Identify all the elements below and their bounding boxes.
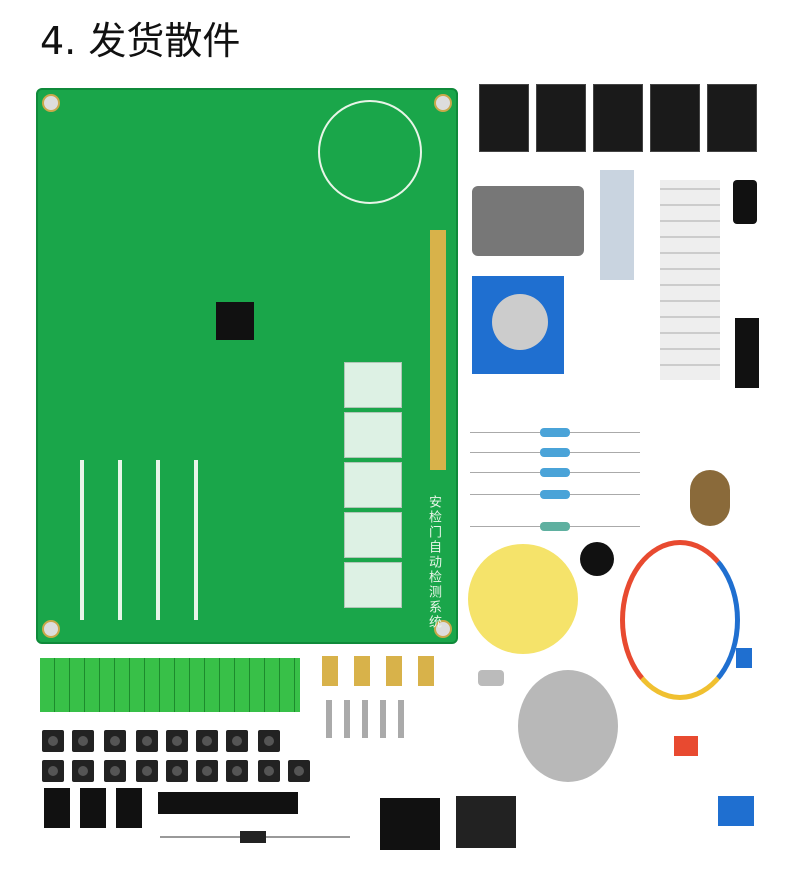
heatsinks bbox=[380, 798, 440, 850]
tactile-button bbox=[196, 760, 218, 782]
seven-segment-display bbox=[707, 84, 757, 152]
battery-holder bbox=[690, 470, 730, 526]
idc-header bbox=[600, 170, 634, 280]
tactile-button bbox=[288, 760, 310, 782]
resistor bbox=[470, 468, 640, 477]
header-pins bbox=[430, 230, 446, 470]
display-footprint bbox=[344, 412, 402, 458]
tactile-button bbox=[42, 730, 64, 752]
capacitor bbox=[733, 180, 757, 224]
voltage-regulator bbox=[44, 788, 70, 828]
tactile-button bbox=[104, 730, 126, 752]
blue-terminal bbox=[718, 796, 754, 826]
tactile-button bbox=[72, 730, 94, 752]
buzzer bbox=[580, 542, 614, 576]
dip-socket bbox=[456, 796, 516, 848]
screws bbox=[326, 700, 416, 738]
display-footprint bbox=[344, 512, 402, 558]
resistor bbox=[470, 490, 640, 499]
motor-wires bbox=[620, 540, 740, 700]
mount-hole bbox=[434, 620, 452, 638]
db9-connector bbox=[472, 186, 584, 256]
standoffs bbox=[322, 656, 442, 686]
display-footprint bbox=[344, 562, 402, 608]
buzzer-footprint bbox=[318, 100, 422, 204]
coin-battery bbox=[472, 276, 564, 374]
tactile-button bbox=[42, 760, 64, 782]
coin-cell bbox=[492, 294, 548, 350]
pcb-label: 安检门自动检测系统 bbox=[426, 495, 441, 630]
tactile-button bbox=[104, 760, 126, 782]
tactile-button bbox=[226, 730, 248, 752]
tactile-button bbox=[136, 760, 158, 782]
tactile-button bbox=[166, 730, 188, 752]
seven-segment-display bbox=[479, 84, 529, 152]
mcu-chip bbox=[216, 302, 254, 340]
gear-disc bbox=[468, 544, 578, 654]
crystal bbox=[478, 670, 504, 686]
voltage-regulator bbox=[116, 788, 142, 828]
display-footprint bbox=[344, 462, 402, 508]
diode bbox=[160, 831, 350, 843]
push-switch bbox=[736, 648, 752, 668]
seven-segment-display bbox=[536, 84, 586, 152]
stepper-motor bbox=[518, 670, 618, 782]
mount-hole bbox=[434, 94, 452, 112]
ic-socket-strip bbox=[158, 792, 298, 814]
pin-headers bbox=[660, 180, 720, 380]
seven-segment-display bbox=[650, 84, 700, 152]
button-matrix-footprint bbox=[58, 460, 208, 620]
tactile-button bbox=[226, 760, 248, 782]
diode-body bbox=[240, 831, 266, 843]
resistor bbox=[470, 522, 640, 531]
resistor bbox=[470, 428, 640, 437]
tactile-button bbox=[258, 730, 280, 752]
resistor bbox=[470, 448, 640, 457]
tactile-button bbox=[196, 730, 218, 752]
display-footprint bbox=[344, 362, 402, 408]
terminal-blocks bbox=[40, 658, 300, 712]
voltage-regulator bbox=[80, 788, 106, 828]
seven-segment-display bbox=[593, 84, 643, 152]
tactile-button bbox=[72, 760, 94, 782]
page-title: 4. 发货散件 bbox=[40, 19, 241, 63]
slide-switch bbox=[674, 736, 698, 756]
pcb-board bbox=[36, 88, 458, 644]
mount-hole bbox=[42, 94, 60, 112]
tactile-button bbox=[166, 760, 188, 782]
tactile-button bbox=[258, 760, 280, 782]
ic-socket bbox=[735, 318, 759, 388]
mount-hole bbox=[42, 620, 60, 638]
tactile-button bbox=[136, 730, 158, 752]
